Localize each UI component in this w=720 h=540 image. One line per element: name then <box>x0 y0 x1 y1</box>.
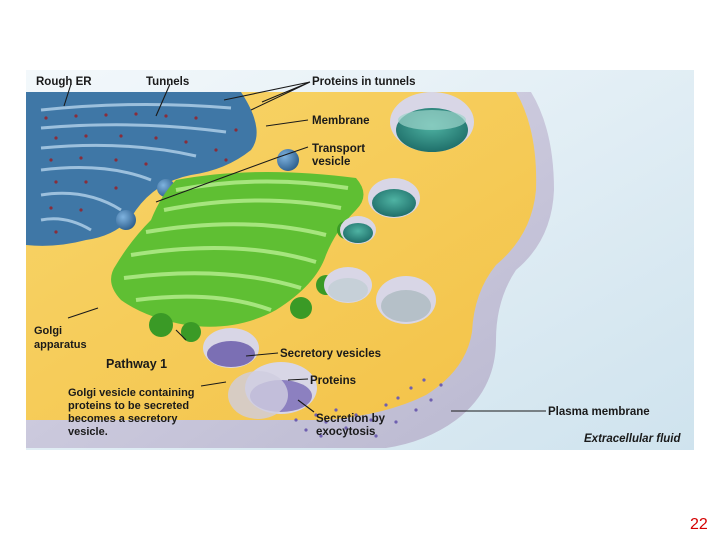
label-pathway: Pathway 1 <box>106 357 167 371</box>
label-golgi-vesicle-line3: becomes a secretory <box>68 413 178 425</box>
label-secretion-line2: exocytosis <box>316 426 375 438</box>
vesicle-small <box>340 216 376 244</box>
vesicle-proteins-center <box>324 267 372 303</box>
label-rough-er: Rough ER <box>36 76 92 88</box>
secretory-vesicle-1 <box>203 328 259 368</box>
label-golgi-vesicle-line4: vesicle. <box>68 426 108 438</box>
label-secretory-vesicles: Secretory vesicles <box>280 348 381 360</box>
label-secretion-line1: Secretion by <box>316 413 386 425</box>
label-golgi-line2: apparatus <box>34 339 87 351</box>
cell-secretion-figure: Rough ER Tunnels Proteins in tunnels Mem… <box>26 70 694 450</box>
label-golgi-vesicle-line2: proteins to be secreted <box>68 400 189 412</box>
secreted-protein-dots <box>294 378 443 438</box>
vesicle-mid-right <box>368 178 420 218</box>
transport-vesicle-ball <box>277 149 299 171</box>
label-proteins-in-tunnels: Proteins in tunnels <box>312 76 416 88</box>
label-extracellular-fluid: Extracellular fluid <box>584 433 681 445</box>
label-proteins: Proteins <box>310 375 356 387</box>
slide-number: 22 <box>690 516 708 533</box>
golgi-vesicle-bottom <box>228 371 288 419</box>
vesicle-top-right <box>390 92 474 152</box>
label-transport-vesicle-line1: Transport <box>312 143 365 155</box>
label-membrane: Membrane <box>312 115 370 127</box>
label-golgi-vesicle-line1: Golgi vesicle containing <box>68 387 195 399</box>
rough-er-shape <box>26 92 257 246</box>
label-transport-vesicle-line2: vesicle <box>312 156 350 168</box>
golgi-apparatus-shape <box>111 171 364 342</box>
label-golgi-line1: Golgi <box>34 325 62 337</box>
vesicle-right-lower <box>376 276 436 324</box>
transport-vesicle-ball-2 <box>116 210 136 230</box>
cytoplasm-vesicles <box>203 92 474 419</box>
label-tunnels: Tunnels <box>146 76 189 88</box>
label-plasma-membrane: Plasma membrane <box>548 406 650 418</box>
